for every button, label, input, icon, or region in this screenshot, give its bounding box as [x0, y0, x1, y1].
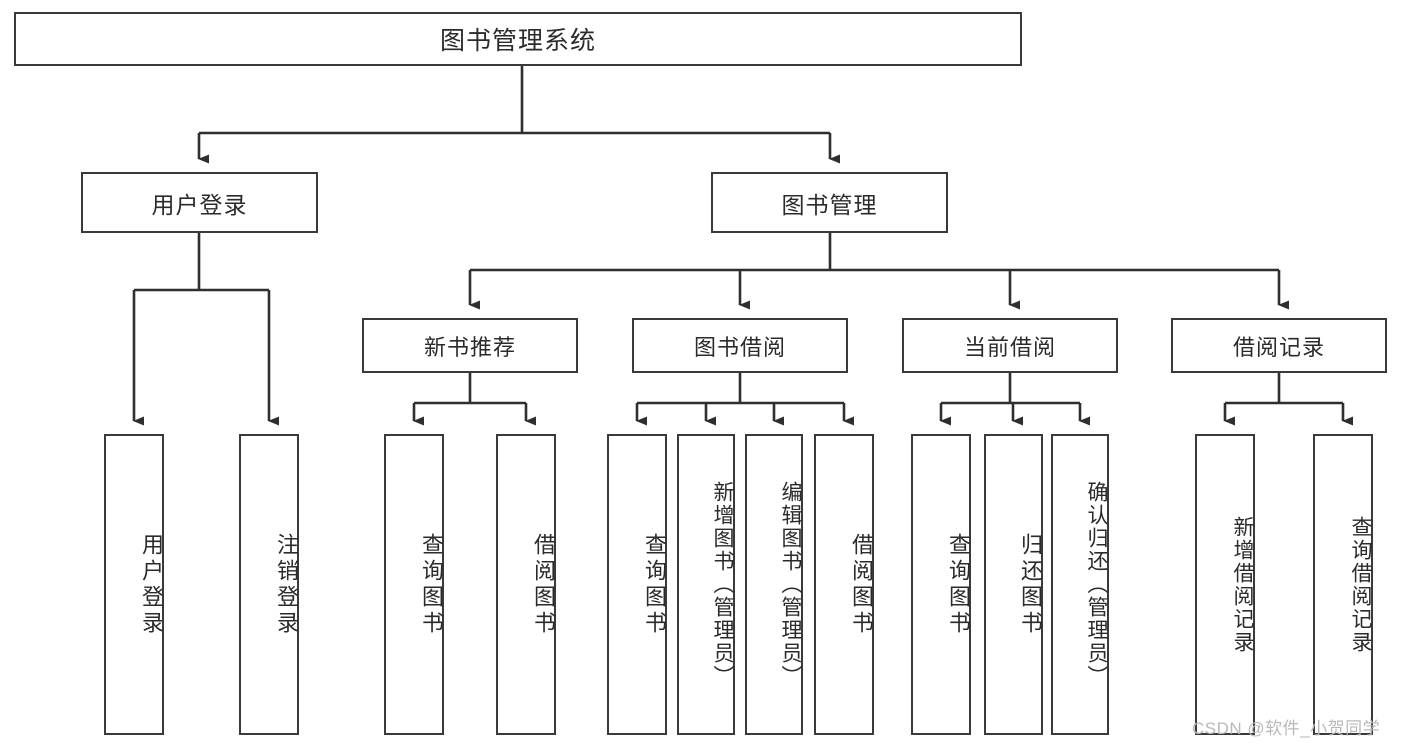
node-leaf-user-logout-label: 注销登录	[274, 532, 299, 637]
node-leaf-confirm-return[interactable]: 确认归还（管理员）	[1051, 434, 1109, 735]
node-leaf-user-logout[interactable]: 注销登录	[239, 434, 299, 735]
node-leaf-edit-book-label: 编辑图书（管理员）	[779, 481, 802, 688]
node-leaf-return-book[interactable]: 归还图书	[984, 434, 1043, 735]
node-book-manage-label: 图书管理	[781, 191, 878, 218]
node-leaf-query-record[interactable]: 查询借阅记录	[1313, 434, 1373, 735]
node-leaf-return-book-label: 归还图书	[1018, 532, 1043, 637]
node-borrow-record-label: 借阅记录	[1232, 334, 1325, 360]
node-leaf-borrow-book-2-label: 借阅图书	[849, 532, 874, 637]
watermark-text: CSDN @软件_小贺同学	[1192, 719, 1381, 738]
node-user-login[interactable]: 用户登录	[81, 172, 318, 233]
node-book-borrow-label: 图书借阅	[693, 334, 786, 360]
node-leaf-add-book[interactable]: 新增图书（管理员）	[677, 434, 735, 735]
node-leaf-query-book-3[interactable]: 查询图书	[911, 434, 971, 735]
node-leaf-add-record[interactable]: 新增借阅记录	[1195, 434, 1255, 735]
node-root-label: 图书管理系统	[439, 27, 596, 55]
node-new-book-rec[interactable]: 新书推荐	[362, 318, 578, 373]
node-root[interactable]: 图书管理系统	[14, 12, 1022, 66]
node-leaf-user-login-label: 用户登录	[139, 532, 164, 637]
node-leaf-add-book-label: 新增图书（管理员）	[711, 481, 734, 688]
node-leaf-borrow-book-2[interactable]: 借阅图书	[814, 434, 874, 735]
node-current-borrow-label: 当前借阅	[963, 334, 1056, 360]
node-leaf-query-book-1-label: 查询图书	[419, 532, 444, 637]
node-user-login-label: 用户登录	[151, 191, 248, 218]
node-leaf-borrow-book-1[interactable]: 借阅图书	[496, 434, 556, 735]
node-leaf-query-book-2[interactable]: 查询图书	[607, 434, 667, 735]
node-new-book-rec-label: 新书推荐	[423, 334, 516, 360]
node-leaf-query-book-3-label: 查询图书	[946, 532, 971, 637]
node-leaf-query-book-2-label: 查询图书	[642, 532, 667, 637]
node-book-borrow[interactable]: 图书借阅	[632, 318, 848, 373]
node-current-borrow[interactable]: 当前借阅	[902, 318, 1118, 373]
node-leaf-user-login[interactable]: 用户登录	[104, 434, 164, 735]
node-leaf-query-record-label: 查询借阅记录	[1349, 515, 1372, 654]
node-borrow-record[interactable]: 借阅记录	[1171, 318, 1387, 373]
node-leaf-query-book-1[interactable]: 查询图书	[384, 434, 444, 735]
node-leaf-add-record-label: 新增借阅记录	[1231, 515, 1254, 654]
node-leaf-confirm-return-label: 确认归还（管理员）	[1085, 481, 1108, 688]
node-leaf-edit-book[interactable]: 编辑图书（管理员）	[745, 434, 803, 735]
node-book-manage[interactable]: 图书管理	[711, 172, 948, 233]
node-leaf-borrow-book-1-label: 借阅图书	[531, 532, 556, 637]
